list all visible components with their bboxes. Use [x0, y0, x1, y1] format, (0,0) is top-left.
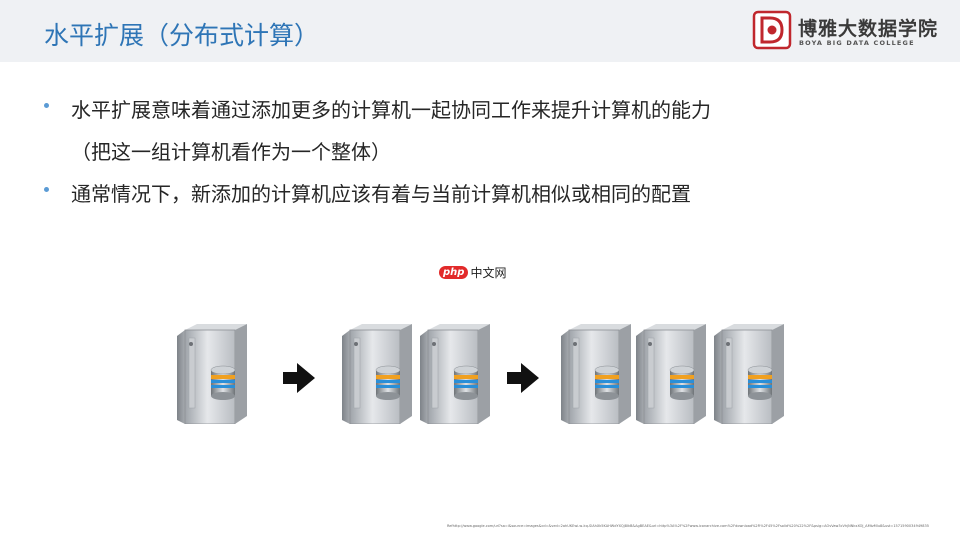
college-logo: 博雅大数据学院 BOYA BIG DATA COLLEGE — [752, 8, 952, 52]
reference-footnote: Refhttp://www.google.com/url?sa=i&source… — [447, 524, 929, 528]
bullet-text: 水平扩展意味着通过添加更多的计算机一起协同工作来提升计算机的能力 — [71, 98, 711, 122]
bullet-marker — [44, 187, 49, 192]
watermark-badge: php — [439, 266, 469, 279]
bullet-text: 通常情况下，新添加的计算机应该有着与当前计算机相似或相同的配置 — [71, 182, 691, 206]
logo-mark-icon — [752, 10, 792, 50]
arrow-right-icon — [283, 363, 315, 393]
watermark-text: 中文网 — [470, 266, 507, 280]
logo-name-en: BOYA BIG DATA COLLEGE — [799, 39, 915, 47]
server-icon — [714, 324, 784, 424]
bullet-marker — [44, 103, 49, 108]
bullet-continuation: （把这一组计算机看作为一个整体） — [71, 140, 391, 164]
header-bar: 水平扩展（分布式计算） 博雅大数据学院 BOYA BIG DATA COLLEG… — [0, 0, 960, 62]
arrow-right-icon — [507, 363, 539, 393]
slide-title: 水平扩展（分布式计算） — [44, 21, 320, 50]
server-icon — [636, 324, 706, 424]
server-icon — [561, 324, 631, 424]
server-icon — [342, 324, 412, 424]
server-icon — [177, 324, 247, 424]
logo-name-cn: 博雅大数据学院 — [798, 18, 939, 40]
server-icon — [420, 324, 490, 424]
